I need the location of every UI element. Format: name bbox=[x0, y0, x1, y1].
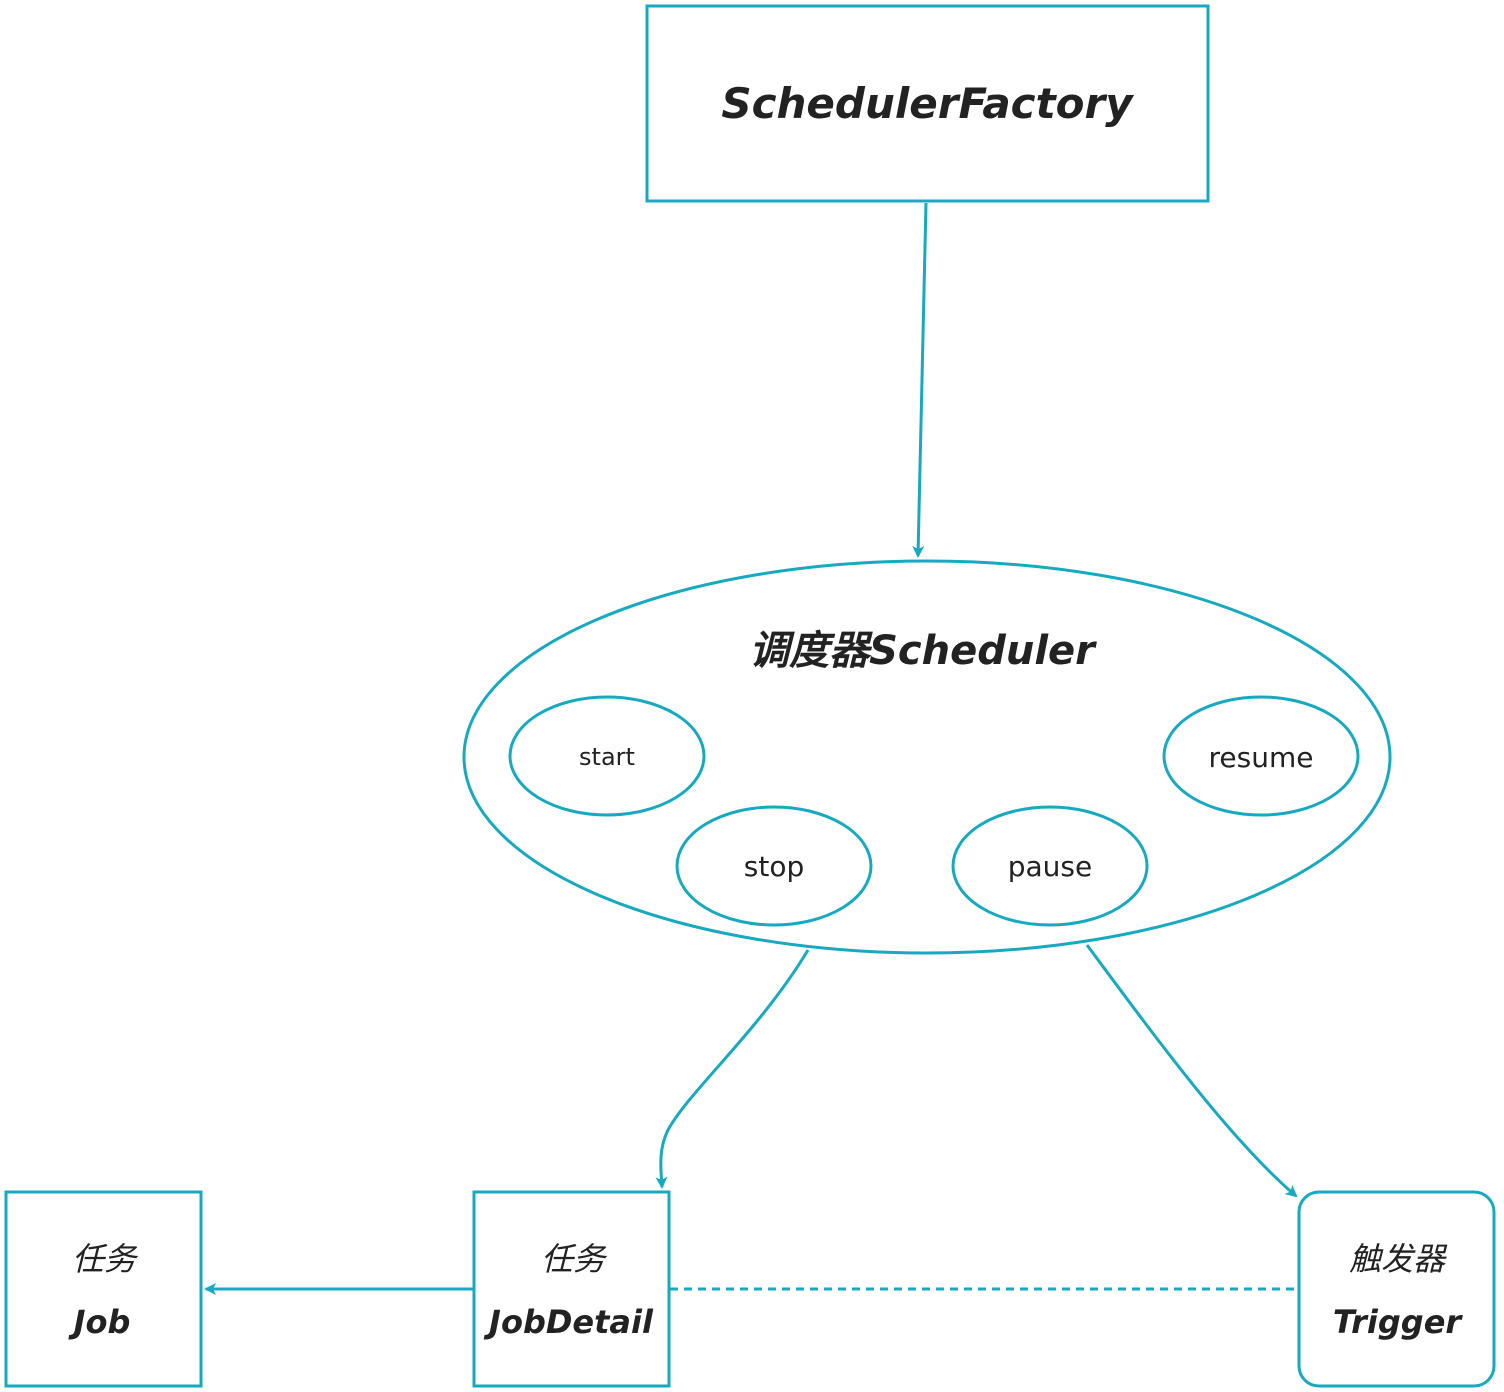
resume-label: resume bbox=[1209, 741, 1314, 774]
scheduler-factory-node: SchedulerFactory bbox=[645, 4, 1210, 203]
trigger-node: 触发器 Trigger bbox=[1297, 1190, 1496, 1388]
edge-factory-to-scheduler bbox=[912, 202, 928, 558]
scheduler-label: 调度器Scheduler bbox=[749, 628, 1097, 674]
jobdetail-node: 任务 JobDetail bbox=[472, 1190, 671, 1388]
start-operation-node: start bbox=[508, 695, 706, 817]
trigger-label-line1: 触发器 bbox=[1349, 1240, 1448, 1278]
pause-operation-node: pause bbox=[951, 805, 1149, 927]
job-node: 任务 Job bbox=[4, 1190, 203, 1388]
jobdetail-label-line1: 任务 bbox=[541, 1240, 608, 1278]
job-label-line1: 任务 bbox=[72, 1240, 139, 1278]
edge-scheduler-to-trigger bbox=[1085, 944, 1298, 1198]
resume-operation-node: resume bbox=[1162, 695, 1360, 817]
start-label: start bbox=[579, 743, 635, 771]
job-label-line2: Job bbox=[68, 1303, 131, 1341]
trigger-label-line2: Trigger bbox=[1333, 1303, 1464, 1341]
stop-operation-node: stop bbox=[675, 805, 873, 927]
pause-label: pause bbox=[1008, 850, 1093, 883]
scheduler-factory-label: SchedulerFactory bbox=[721, 79, 1134, 128]
edge-scheduler-to-jobdetail bbox=[655, 949, 810, 1189]
jobdetail-label-line2: JobDetail bbox=[483, 1303, 654, 1341]
stop-label: stop bbox=[744, 850, 804, 883]
